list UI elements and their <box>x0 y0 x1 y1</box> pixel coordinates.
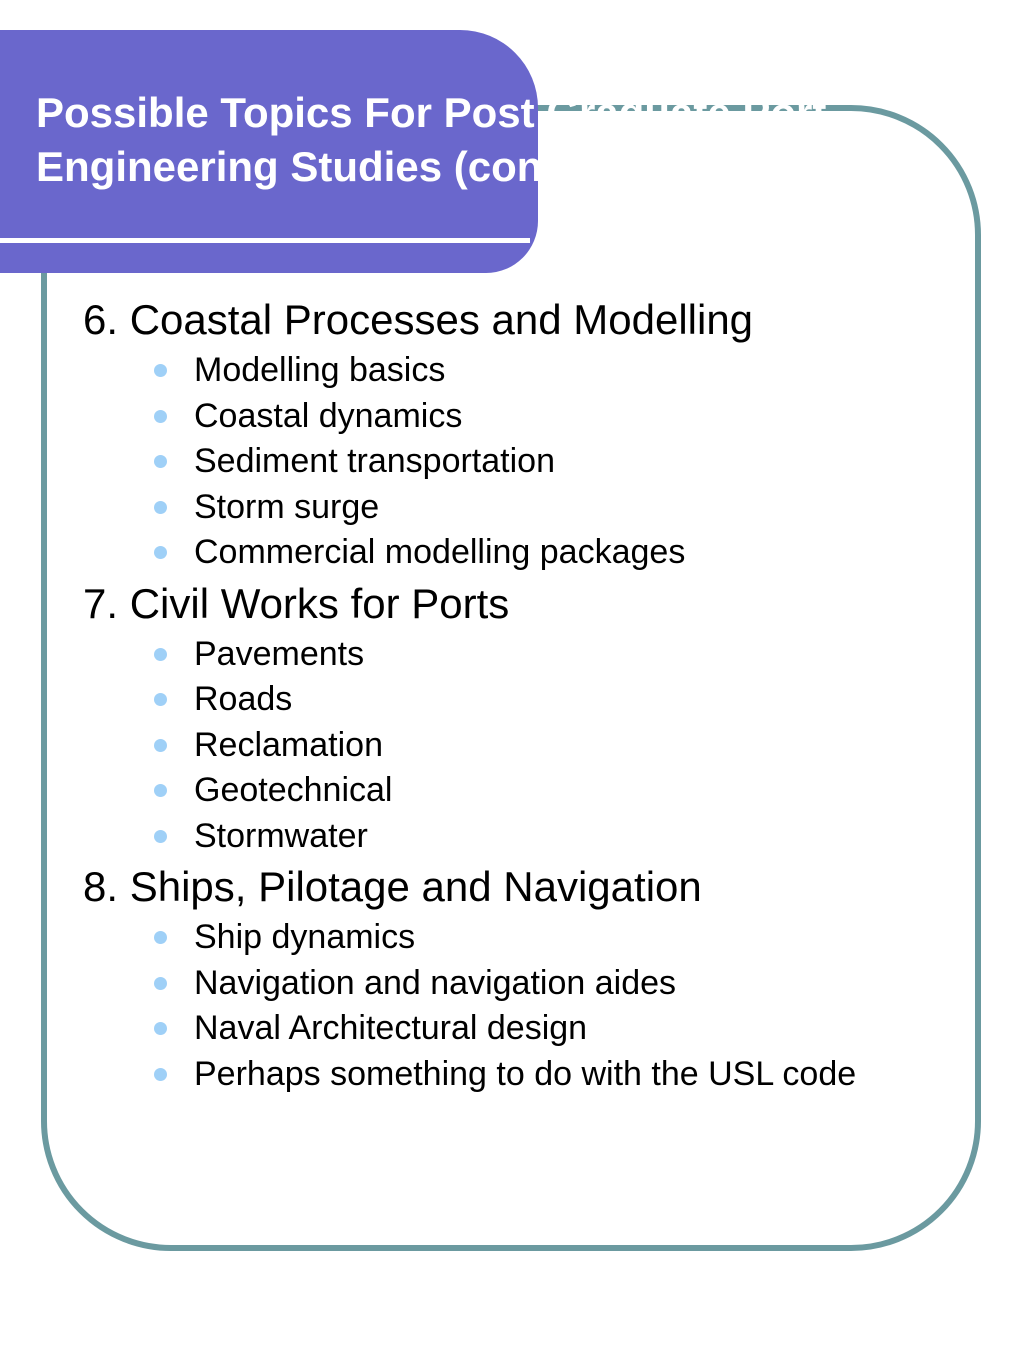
subtopic-label: Ship dynamics <box>194 918 416 956</box>
bullet-icon <box>154 693 167 706</box>
subtopic-label: Stormwater <box>194 816 368 855</box>
slide-title-line-2: Engineering Studies (cont) <box>36 143 571 190</box>
subtopic-item: Commercial modelling packages <box>83 530 963 576</box>
topic-section: 8. Ships, Pilotage and Navigation Ship d… <box>83 859 963 1097</box>
subtopic-label: Coastal dynamics <box>194 396 463 435</box>
subtopic-label: Sediment transportation <box>194 442 555 480</box>
title-bar <box>0 30 538 273</box>
subtopic-item: Pavements <box>83 632 963 678</box>
topic-list: 6. Coastal Processes and Modelling Model… <box>83 292 963 1097</box>
subtopic-item: Ship dynamics <box>83 915 963 961</box>
bullet-icon <box>154 546 167 559</box>
subtopic-item: Perhaps something to do with the USL cod… <box>83 1052 963 1098</box>
bullet-icon <box>154 455 167 468</box>
bullet-icon <box>154 500 167 514</box>
slide-title: Possible Topics For Post Graduate Port E… <box>36 86 916 194</box>
subtopic-item: Geotechnical <box>83 768 963 814</box>
bullet-icon <box>154 1067 167 1081</box>
bullet-icon <box>154 1022 167 1035</box>
bullet-icon <box>154 829 167 843</box>
subtopic-list: Modelling basics Coastal dynamics Sedime… <box>83 348 963 576</box>
bullet-icon <box>154 784 167 797</box>
subtopic-label: Roads <box>194 680 293 718</box>
section-heading: 7. Civil Works for Ports <box>83 579 510 627</box>
topic-section: 6. Coastal Processes and Modelling Model… <box>83 292 963 576</box>
subtopic-label: Naval Architectural design <box>194 1009 588 1047</box>
subtopic-label: Perhaps something to do with the USL cod… <box>194 1054 857 1093</box>
subtopic-label: Storm surge <box>194 487 380 526</box>
bullet-icon <box>154 738 167 752</box>
subtopic-item: Navigation and navigation aides <box>83 961 963 1007</box>
subtopic-item: Modelling basics <box>83 348 963 394</box>
bullet-icon <box>154 931 167 944</box>
subtopic-list: Pavements Roads Reclamation Geotechnical… <box>83 632 963 860</box>
subtopic-label: Navigation and navigation aides <box>194 963 677 1002</box>
slide-title-line-1: Possible Topics For Post Graduate Port <box>36 89 827 136</box>
subtopic-item: Sediment transportation <box>83 439 963 485</box>
subtopic-list: Ship dynamics Navigation and navigation … <box>83 915 963 1097</box>
content-frame <box>41 105 981 1251</box>
subtopic-label: Reclamation <box>194 725 383 764</box>
section-heading: 8. Ships, Pilotage and Navigation <box>83 863 702 910</box>
subtopic-item: Coastal dynamics <box>83 394 963 440</box>
bullet-icon <box>154 647 167 661</box>
subtopic-item: Naval Architectural design <box>83 1006 963 1052</box>
subtopic-label: Pavements <box>194 634 365 673</box>
title-divider <box>0 238 530 243</box>
bullet-icon <box>154 976 167 990</box>
bullet-icon <box>154 409 167 423</box>
bullet-icon <box>154 364 167 377</box>
section-heading: 6. Coastal Processes and Modelling <box>83 296 754 343</box>
subtopic-label: Geotechnical <box>194 771 393 809</box>
subtopic-label: Commercial modelling packages <box>194 533 686 571</box>
subtopic-item: Roads <box>83 677 963 723</box>
subtopic-item: Reclamation <box>83 723 963 769</box>
subtopic-label: Modelling basics <box>194 351 446 389</box>
topic-section: 7. Civil Works for Ports Pavements Roads… <box>83 576 963 860</box>
subtopic-item: Stormwater <box>83 814 963 860</box>
subtopic-item: Storm surge <box>83 485 963 531</box>
